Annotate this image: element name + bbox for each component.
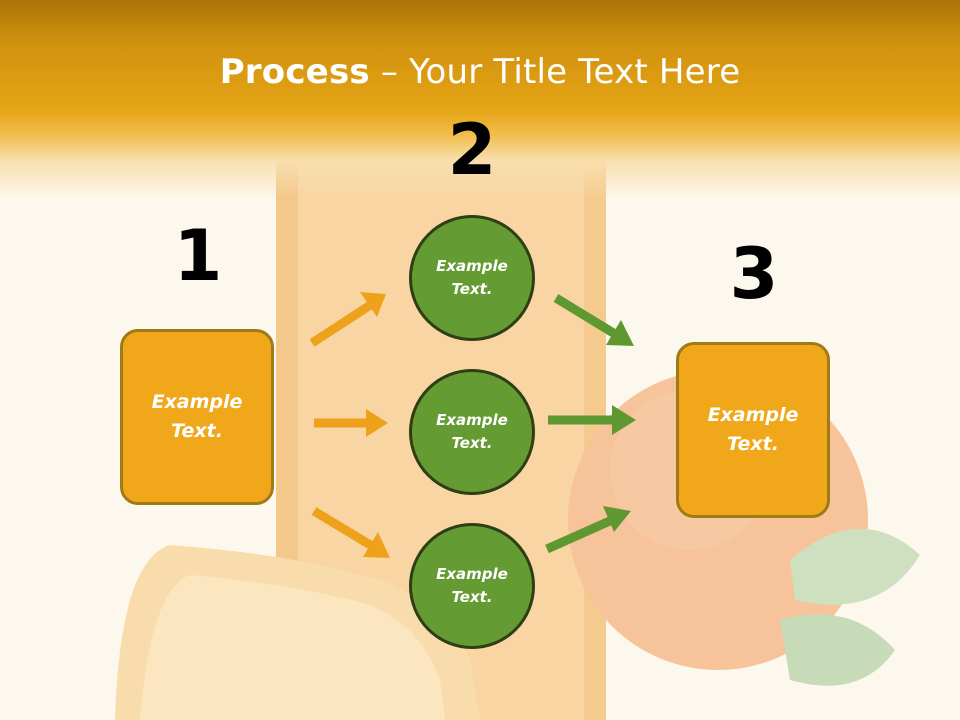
arrow-green-right: [548, 405, 636, 435]
arrow-orange-up: [309, 292, 386, 347]
circle-top: Example Text.: [409, 215, 535, 341]
header-band: [0, 0, 960, 200]
title-rest: – Your Title Text Here: [369, 52, 741, 92]
right-box-text: Example Text.: [707, 404, 799, 455]
step-number-3: 3: [729, 233, 779, 315]
circle-bottom: Example Text.: [409, 523, 535, 649]
circle-top-text: Example Text.: [436, 257, 508, 298]
step-number-2: 2: [447, 109, 497, 191]
title-bold: Process: [219, 52, 370, 92]
left-box-text: Example Text.: [151, 391, 243, 442]
left-box: Example Text.: [120, 329, 274, 505]
arrow-orange-right: [314, 409, 388, 437]
circle-middle: Example Text.: [409, 369, 535, 495]
right-box: Example Text.: [676, 342, 830, 518]
circle-middle-text: Example Text.: [436, 411, 508, 452]
circle-bottom-text: Example Text.: [436, 565, 508, 606]
step-number-1: 1: [173, 215, 223, 297]
arrow-orange-down: [311, 507, 390, 558]
arrow-green-up: [545, 506, 631, 554]
leaf: [790, 528, 920, 605]
slide-title: Process – Your Title Text Here: [0, 52, 960, 92]
arrow-green-down: [553, 294, 634, 346]
